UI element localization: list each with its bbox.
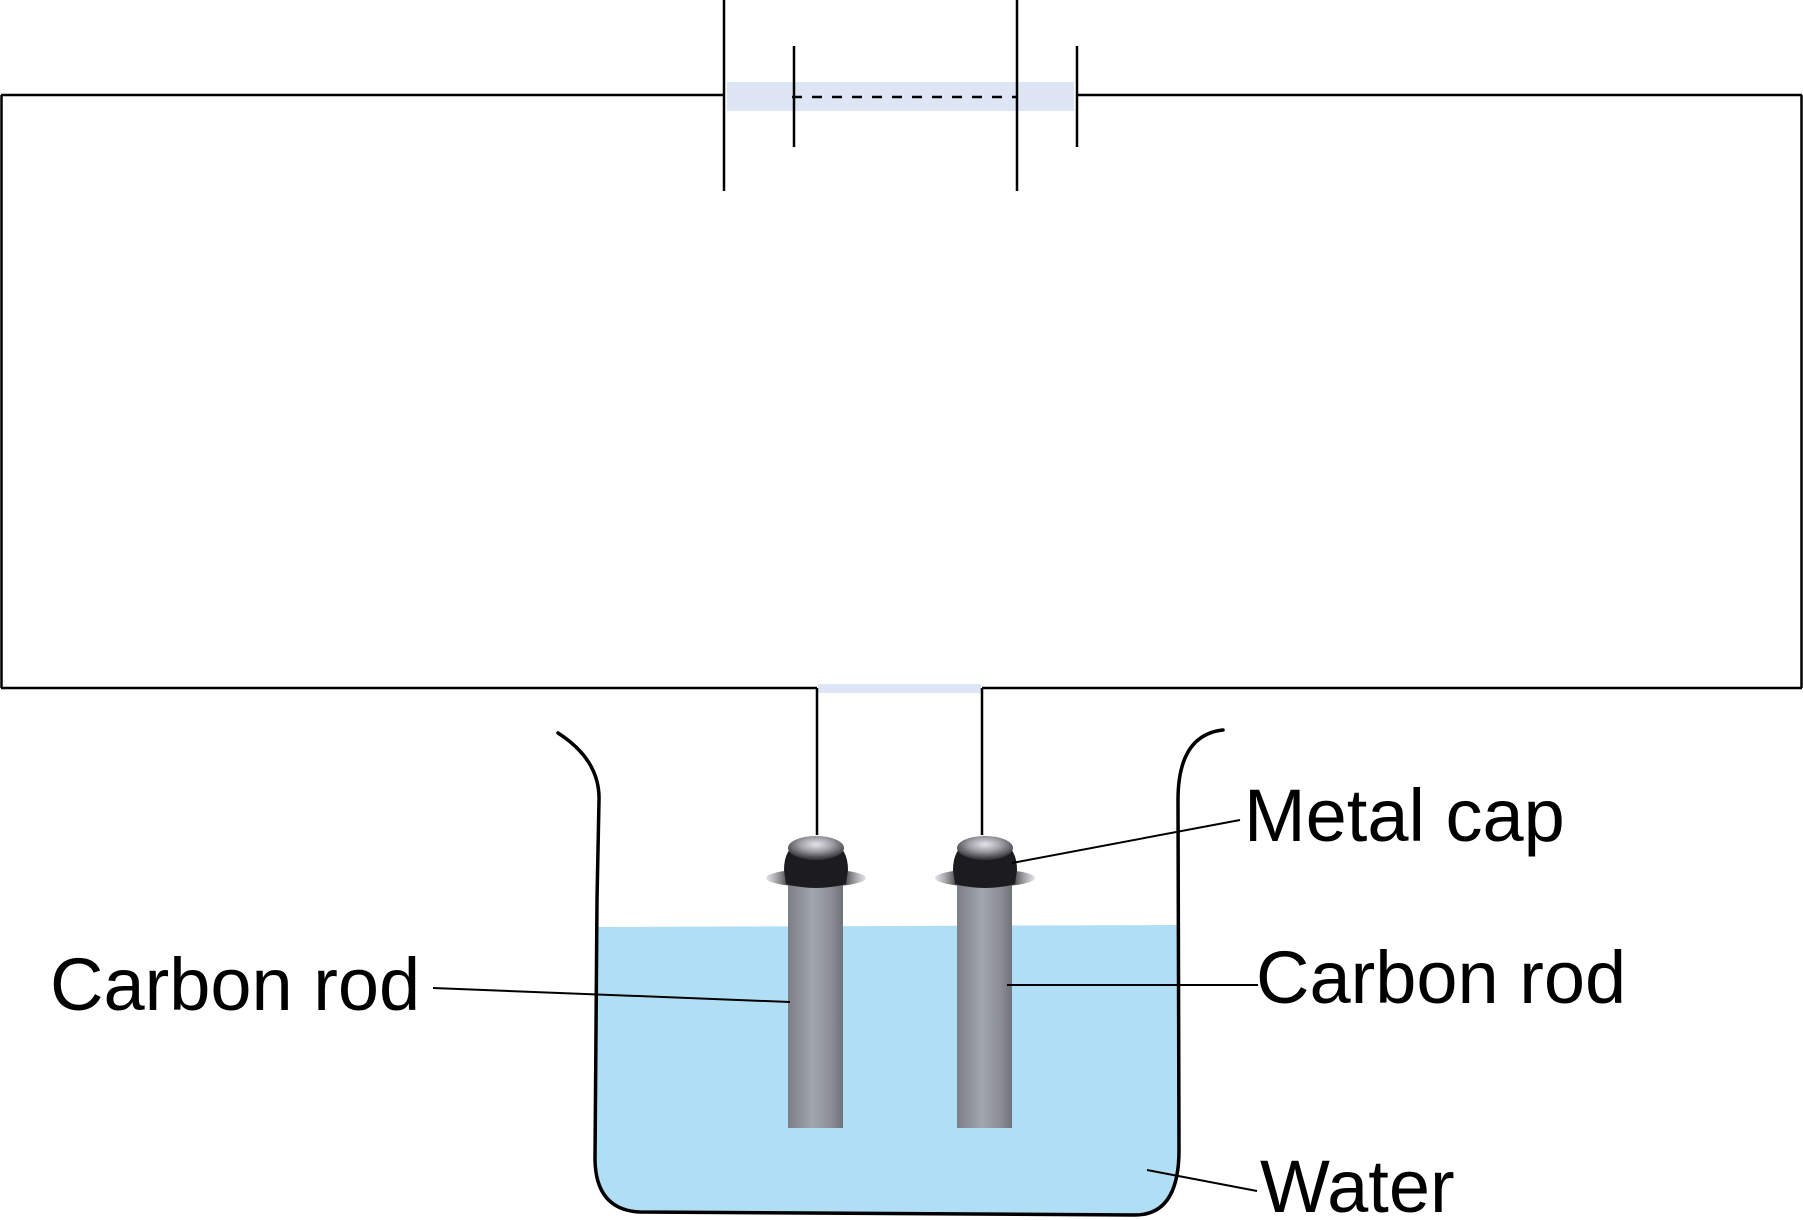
water	[595, 925, 1179, 1215]
circuit-wire	[0, 93, 1803, 693]
carbon-rod-left-label: Carbon rod	[50, 943, 420, 1026]
carbon-rod-left-leader	[432, 987, 791, 1003]
beaker	[556, 728, 1225, 1217]
left-cap-top	[788, 836, 844, 860]
right-carbon-rod	[957, 880, 1012, 1128]
bottom-gap-highlight	[818, 684, 981, 693]
metal-cap-leader	[1011, 819, 1241, 864]
water-leader	[1146, 1169, 1258, 1192]
right-electrode	[935, 836, 1035, 1128]
metal-cap-label: Metal cap	[1244, 774, 1565, 857]
left-electrode	[766, 836, 866, 1128]
carbon-rod-right-label: Carbon rod	[1256, 936, 1626, 1019]
left-carbon-rod	[788, 880, 843, 1128]
beaker-outline	[556, 728, 1225, 1217]
right-cap-top	[957, 836, 1013, 860]
battery-icon	[722, 0, 1079, 191]
water-label: Water	[1260, 1145, 1455, 1220]
